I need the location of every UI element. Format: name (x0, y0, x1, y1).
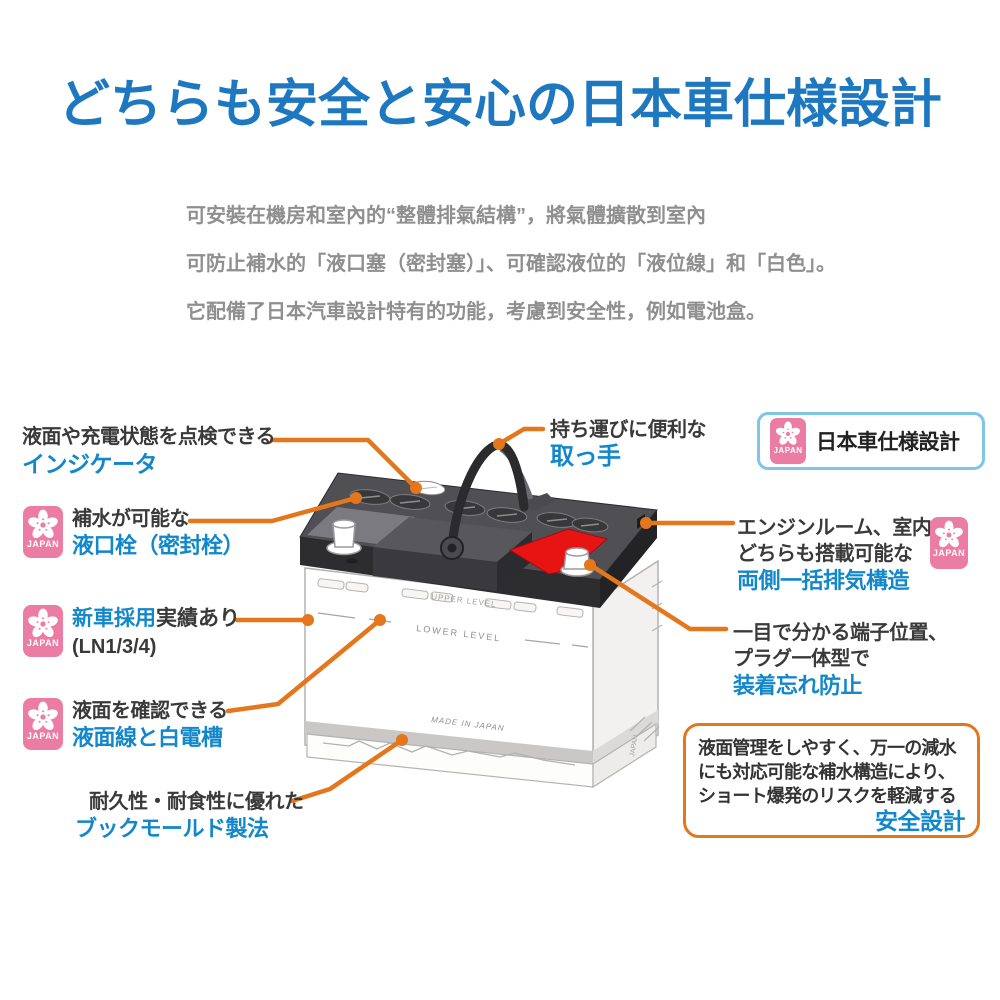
sakura-icon (28, 608, 58, 638)
safety-line: にも対応可能な補水構造により、 (698, 762, 956, 782)
japan-badge-label: JAPAN (26, 731, 60, 741)
safety-design-box: 液面管理をしやすく、万一の減水 にも対応可能な補水構造により、 ショート爆発のリ… (683, 723, 980, 838)
side-japan-label: JAPAN (629, 734, 640, 757)
intro-line: 可防止補水的「液口塞（密封塞）」、可確認液位的「液位線」和「白色」。 (186, 253, 836, 275)
safety-line: ショート爆発のリスクを軽減する (698, 786, 957, 806)
battery-illustration: UPPER LEVEL LOWER LEVEL MADE IN JAPAN JA… (299, 440, 663, 789)
intro-line: 可安裝在機房和室內的“整體排氣結構”，將氣體擴散到室內 (186, 205, 706, 227)
intro-paragraph: 可安裝在機房和室內的“整體排氣結構”，將氣體擴散到室內 可防止補水的「液口塞（密… (186, 192, 836, 336)
callout-exhaust-badge: JAPAN (930, 517, 968, 569)
callout-label: 液口栓（密封栓） (72, 533, 245, 558)
callout-label: 取っ手 (550, 443, 621, 470)
level-ticks (317, 578, 584, 618)
japan-badge: JAPAN (23, 698, 63, 750)
japan-badge: JAPAN (23, 506, 63, 558)
callout-label: 両側一括排気構造 (737, 568, 910, 593)
callout-desc2: (LN1/3/4) (72, 636, 157, 658)
sakura-icon (935, 520, 963, 548)
callout-book-mold: 耐久性・耐食性に優れた ブックモールド製法 (75, 789, 304, 843)
callout-desc: エンジンルーム、室内 (737, 517, 932, 539)
safety-label: 安全設計 (875, 808, 966, 834)
japan-badge: JAPAN (770, 418, 806, 464)
japan-badge: JAPAN (930, 517, 968, 569)
japan-badge-label: JAPAN (932, 548, 966, 558)
callout-exhaust: エンジンルーム、室内 どちらも搭載可能な 両側一括排気構造 (737, 515, 932, 595)
callout-desc2: プラグ一体型で (733, 648, 870, 670)
callout-desc: 持ち運びに便利な (550, 419, 707, 441)
callout-desc: 補水が可能な (72, 508, 190, 530)
japan-badge-label: JAPAN (26, 638, 60, 648)
intro-line: 它配備了日本汽車設計特有的功能，考慮到安全性，例如電池盒。 (186, 301, 766, 323)
sakura-icon (28, 509, 58, 539)
safety-line: 液面管理をしやすく、万一の減水 (698, 738, 957, 758)
callout-indicator: 液面や充電状態を点検できる インジケータ (22, 424, 276, 478)
terminal-right (560, 547, 594, 577)
callout-desc: 液面を確認できる (72, 700, 228, 722)
callout-desc: 液面や充電状態を点検できる (22, 426, 276, 448)
japan-badge-label: JAPAN (26, 539, 60, 549)
japan-spec-box: JAPAN 日本車仕様設計 (757, 412, 985, 470)
callout-handle: 持ち運びに便利な 取っ手 (550, 417, 707, 471)
page-title: どちらも安全と安心の日本車仕様設計 (57, 76, 942, 134)
japan-badge-label: JAPAN (773, 446, 803, 455)
callout-terminal: 一目で分かる端子位置、 プラグ一体型で 装着忘れ防止 (733, 620, 948, 700)
japan-badge: JAPAN (23, 605, 63, 657)
callout-desc: 新車採用実績あり (72, 607, 240, 630)
callout-label: ブックモールド製法 (75, 816, 269, 841)
spec-box-label: 日本車仕様設計 (816, 431, 960, 454)
callout-desc: 一目で分かる端子位置、 (733, 622, 948, 644)
callout-label: インジケータ (22, 451, 158, 477)
callout-label: 液面線と白電槽 (72, 725, 223, 750)
callout-label: 装着忘れ防止 (733, 673, 863, 698)
callout-liquid-level: JAPAN 液面を確認できる 液面線と白電槽 (23, 698, 228, 752)
sakura-icon (775, 421, 801, 445)
callout-vent-plug: JAPAN 補水が可能な 液口栓（密封栓） (23, 506, 245, 560)
callout-new-car: JAPAN 新車採用実績あり (LN1/3/4) (23, 605, 240, 660)
battery-lid (299, 440, 658, 608)
callout-desc: 耐久性・耐食性に優れた (89, 791, 304, 813)
callout-desc2: どちらも搭載可能な (737, 543, 913, 565)
callout-desc-highlight: 新車採用 (72, 607, 156, 630)
sakura-icon (28, 701, 58, 731)
